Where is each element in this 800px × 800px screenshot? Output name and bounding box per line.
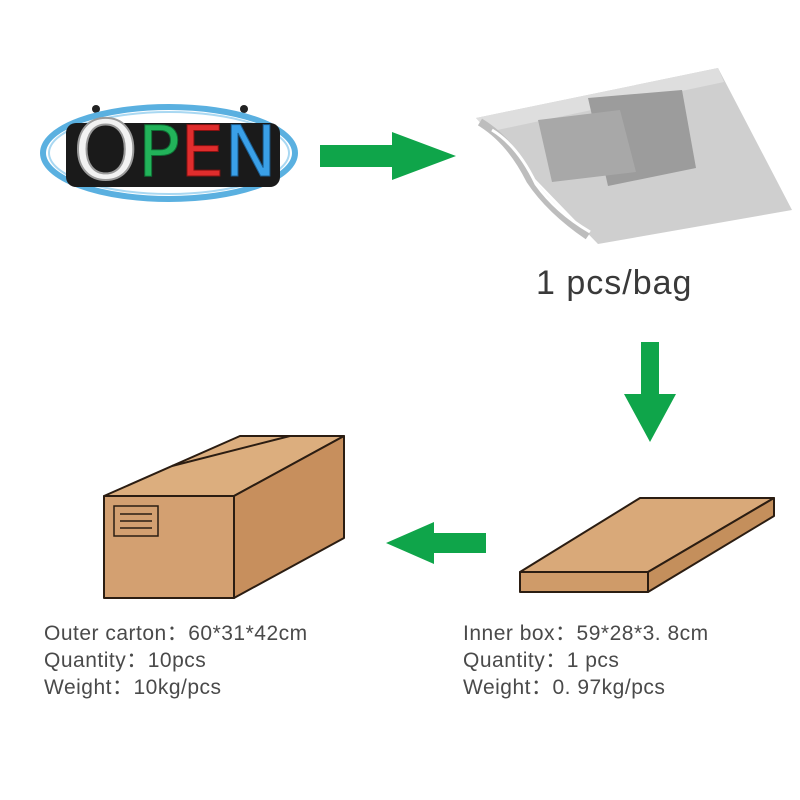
arrow-down-icon [624,342,676,442]
inner-box-specs: Inner box：59*28*3. 8cm Quantity：1 pcs We… [463,620,709,701]
outer-carton-quantity: Quantity：10pcs [44,649,207,672]
inner-box-illustration [516,492,778,596]
sign-letter-p: P [137,111,181,194]
outer-carton-illustration [100,432,350,602]
inner-box-quantity: Quantity：1 pcs [463,649,620,672]
arrow-right-icon [320,132,456,180]
outer-carton-weight: Weight：10kg/pcs [44,676,222,699]
inner-box-size: Inner box：59*28*3. 8cm [463,622,709,645]
sign-letter-n: N [224,111,277,194]
inner-box-weight: Weight：0. 97kg/pcs [463,676,666,699]
outer-carton-size: Outer carton：60*31*42cm [44,622,308,645]
sign-letter-o: O [72,104,139,199]
arrow-left-icon [386,522,486,564]
bag-caption: 1 pcs/bag [536,264,693,302]
outer-carton-specs: Outer carton：60*31*42cm Quantity：10pcs W… [44,620,308,701]
sign-letter-e: E [180,111,225,194]
open-sign-illustration: O P E N [38,95,300,205]
bag-illustration [470,60,800,250]
